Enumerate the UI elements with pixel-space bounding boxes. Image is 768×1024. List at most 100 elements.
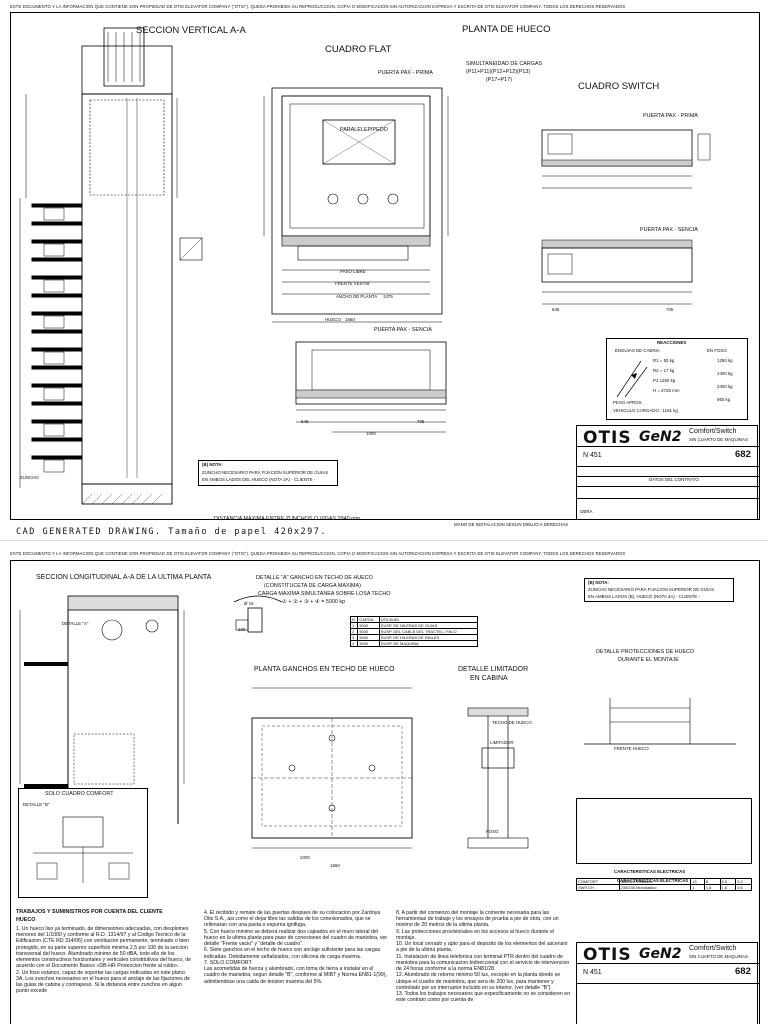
note-title: (B) NOTA: bbox=[202, 462, 223, 467]
reaction-h: H = 2725 mm bbox=[653, 388, 680, 393]
dim-705: 705 bbox=[417, 419, 425, 424]
pit-load-2: 2400 kg bbox=[717, 371, 733, 376]
hooks-plan-title: PLANTA GANCHOS EN TECHO DE HUECO bbox=[254, 666, 395, 673]
detail-a-carga-2: CARGA MAXIMA SIMULTANEA SOBRE LOSA TECHO bbox=[258, 591, 391, 597]
hooks-dim-1000: 1000 bbox=[300, 855, 310, 860]
limiter-title-1: DETALLE LIMITADOR bbox=[458, 666, 529, 673]
table-cell: SUSP. DE MAQUINA bbox=[378, 640, 479, 647]
protections-title-1: DETALLE PROTECCIONES DE HUECO bbox=[596, 649, 695, 655]
reactions-col-pit: EN FOSO bbox=[707, 348, 727, 353]
detail-a-carga-3: ① + ② + ③ + ④ = 5000 kp bbox=[282, 599, 346, 605]
plan-title: PLANTA DE HUECO bbox=[462, 24, 551, 35]
flat-plan-drawing bbox=[263, 87, 449, 323]
hook-detail-drawing bbox=[233, 595, 283, 633]
flat-title: CUADRO FLAT bbox=[325, 44, 392, 55]
cad-generated-note: CAD GENERATED DRAWING. Tamaño de papel 4… bbox=[16, 527, 328, 537]
table-cell: 1,6 bbox=[703, 884, 721, 891]
reactions-box: REACCIONES ENGUIAS DE CABINA EN FOSO R1 … bbox=[606, 338, 748, 420]
product-name: Comfort/Switch bbox=[689, 428, 737, 435]
door-sencia-label: PUERTA PAX - SENCIA bbox=[374, 327, 432, 333]
pit-load-4: 950 kg bbox=[717, 397, 731, 402]
switch-sencia-label: PUERTA PAX - SENCIA bbox=[640, 227, 698, 233]
pit-load-3: 2400 kg bbox=[717, 384, 733, 389]
note-2-line-2: EN AMBOS LADOS (B), HUECO (NOTA 3A) - CL… bbox=[588, 594, 700, 599]
gen2-logo: GeN2 bbox=[639, 429, 682, 445]
product-sub: SIN CUARTO DE MAQUINAS bbox=[689, 437, 748, 442]
sheet-number: N 451 bbox=[583, 452, 602, 459]
dim-1000: 1000 bbox=[366, 431, 376, 436]
protections-title-2: DURANTE EL MONTAJE bbox=[618, 657, 679, 663]
switch-sencia-drawing bbox=[541, 239, 693, 305]
note-2-title: (B) NOTA: bbox=[588, 580, 609, 585]
hooks-plan-drawing bbox=[251, 687, 413, 849]
switch-prima-drawing bbox=[541, 129, 711, 189]
reaction-vehiculo: VEHICULO CARGADO : 1181 kg bbox=[613, 408, 678, 413]
limiter-title-2: EN CABINA bbox=[470, 675, 508, 682]
table-cell: 1,6 bbox=[719, 884, 737, 891]
reactions-title: REACCIONES bbox=[657, 340, 687, 345]
note-box: (B) NOTA: ZUNCHO NECESARIO PARA FIJACION… bbox=[198, 460, 338, 486]
dim-1560: 1560 bbox=[345, 317, 355, 322]
detail-a-title: DETALLE "A" GANCHO EN TECHO DE HUECO bbox=[256, 575, 373, 581]
loads-line-2: (P11+P11)(P12+P12)(P13) bbox=[466, 69, 531, 75]
note-2-line-1: ZUNCHO NECESARIO PARA FIJACION SUPERIOR … bbox=[588, 587, 715, 592]
hook-dim-100: 100 bbox=[238, 627, 246, 632]
table-row: SWITCH 230/230 Monofasico 1 1,6 1,6 0,6 bbox=[576, 884, 752, 891]
label-paso-libre: PASO LIBRE bbox=[340, 269, 366, 274]
note-box-2: (B) NOTA: ZUNCHO NECESARIO PARA FIJACION… bbox=[584, 578, 734, 602]
vertical-section-drawing bbox=[19, 27, 203, 505]
label-zuncho: ZUNCHO bbox=[20, 475, 39, 480]
reaction-r1: R1 = 50 kg bbox=[653, 358, 675, 363]
table-row: 4 5000 SUSP. DE MAQUINA bbox=[349, 640, 479, 647]
table-cell: 1 bbox=[690, 884, 705, 891]
table-cell: 4 bbox=[349, 640, 359, 647]
limiter-drawing bbox=[467, 707, 529, 849]
reaction-p1: P1 1250 kg bbox=[653, 378, 676, 383]
sheet-number-2: N 451 bbox=[583, 969, 602, 976]
obra-label: OBRA bbox=[580, 509, 593, 514]
gen2-logo-2: GeN2 bbox=[639, 946, 682, 962]
detail-a-callout: DETALLE "A" bbox=[62, 621, 89, 626]
max-distance-note: DISTANCIA MAXIMA ENTRE ZUNCHOS O VIGAS 2… bbox=[214, 516, 362, 522]
contract-data: DATOS DEL CONTRATO bbox=[649, 477, 699, 482]
drawing-sheet-1: ESTE DOCUMENTO Y LA INFORMACION QUE CONT… bbox=[10, 4, 760, 537]
drawing-number-2: 682 bbox=[735, 966, 751, 977]
electrical-title-visible: CARACTERISTICAS ELECTRICAS bbox=[614, 869, 686, 874]
drawing-sheet-2: ESTE DOCUMENTO Y LA INFORMACION QUE CONT… bbox=[0, 548, 768, 1024]
loads-line-1: SIMULTANEIDAD DE CARGAS bbox=[466, 61, 543, 67]
table-cell: 5000 bbox=[357, 640, 380, 647]
note-line-2: EN AMBOS LADOS DEL HUECO (NOTA 3A) - CLI… bbox=[202, 477, 316, 482]
label-frente-hueco: FRENTE HUECO bbox=[614, 746, 649, 751]
product-name-2: Comfort/Switch bbox=[689, 945, 737, 952]
door-prima-label: PUERTA PAX - PRIMA bbox=[378, 70, 433, 76]
protections-drawing bbox=[584, 698, 736, 745]
drawing-number: 682 bbox=[735, 449, 751, 460]
hooks-dim-1560: 1560 bbox=[330, 863, 340, 868]
trabajos-col-2: 4. El recibido y remate de las puertas d… bbox=[204, 910, 388, 985]
detail-a-carga-1: (CONSTITUCETA DE CARGA MAXIMA) bbox=[264, 583, 361, 589]
sheet-separator bbox=[0, 540, 768, 548]
trabajos-col-3: 8. A partir del comienzo del montaje la … bbox=[396, 910, 571, 1004]
table-cell: 0,6 bbox=[735, 884, 752, 891]
table-cell: SWITCH bbox=[576, 884, 620, 891]
trabajos-title: TRABAJOS Y SUMINISTROS POR CUENTA DEL CL… bbox=[16, 909, 163, 915]
switch-dim-545: 545 bbox=[552, 307, 560, 312]
pit-load-1: 1250 kg bbox=[717, 358, 733, 363]
trabajos-col-1: 1. Un hueco liso ya terminado, de dimens… bbox=[16, 926, 192, 995]
copyright-notice-2: ESTE DOCUMENTO Y LA INFORMACION QUE CONT… bbox=[10, 551, 626, 556]
label-parallelepiped: PARALELEPIPEDO bbox=[340, 127, 388, 133]
comfort-wiring-drawing bbox=[33, 816, 133, 883]
section-title: SECCION VERTICAL A-A bbox=[136, 25, 246, 36]
sheet-frame-2 bbox=[10, 560, 760, 1024]
install-hand-note: MANO DE INSTALACION SEGUN DIBUJO A DEREC… bbox=[454, 522, 569, 527]
label-hueco: HUECO bbox=[325, 317, 341, 322]
otis-logo-2: OTIS bbox=[583, 945, 632, 965]
detail-b-title: DETALLE "B" bbox=[23, 802, 50, 807]
solo-comfort-title: SOLO CUADRO COMFORT bbox=[45, 791, 114, 797]
section-long-title: SECCION LONGITUDINAL A-A DE LA ULTIMA PL… bbox=[36, 574, 212, 581]
title-block-1: OTIS GeN2 Comfort/Switch SIN CUARTO DE M… bbox=[576, 425, 759, 520]
label-techo-hueco: TECHO DE HUECO bbox=[492, 720, 532, 725]
trabajos-sub: HUECO bbox=[16, 917, 36, 923]
reactions-col-cabin: ENGUIAS DE CABINA bbox=[615, 348, 660, 353]
switch-prima-label: PUERTA PAX - PRIMA bbox=[643, 113, 698, 119]
